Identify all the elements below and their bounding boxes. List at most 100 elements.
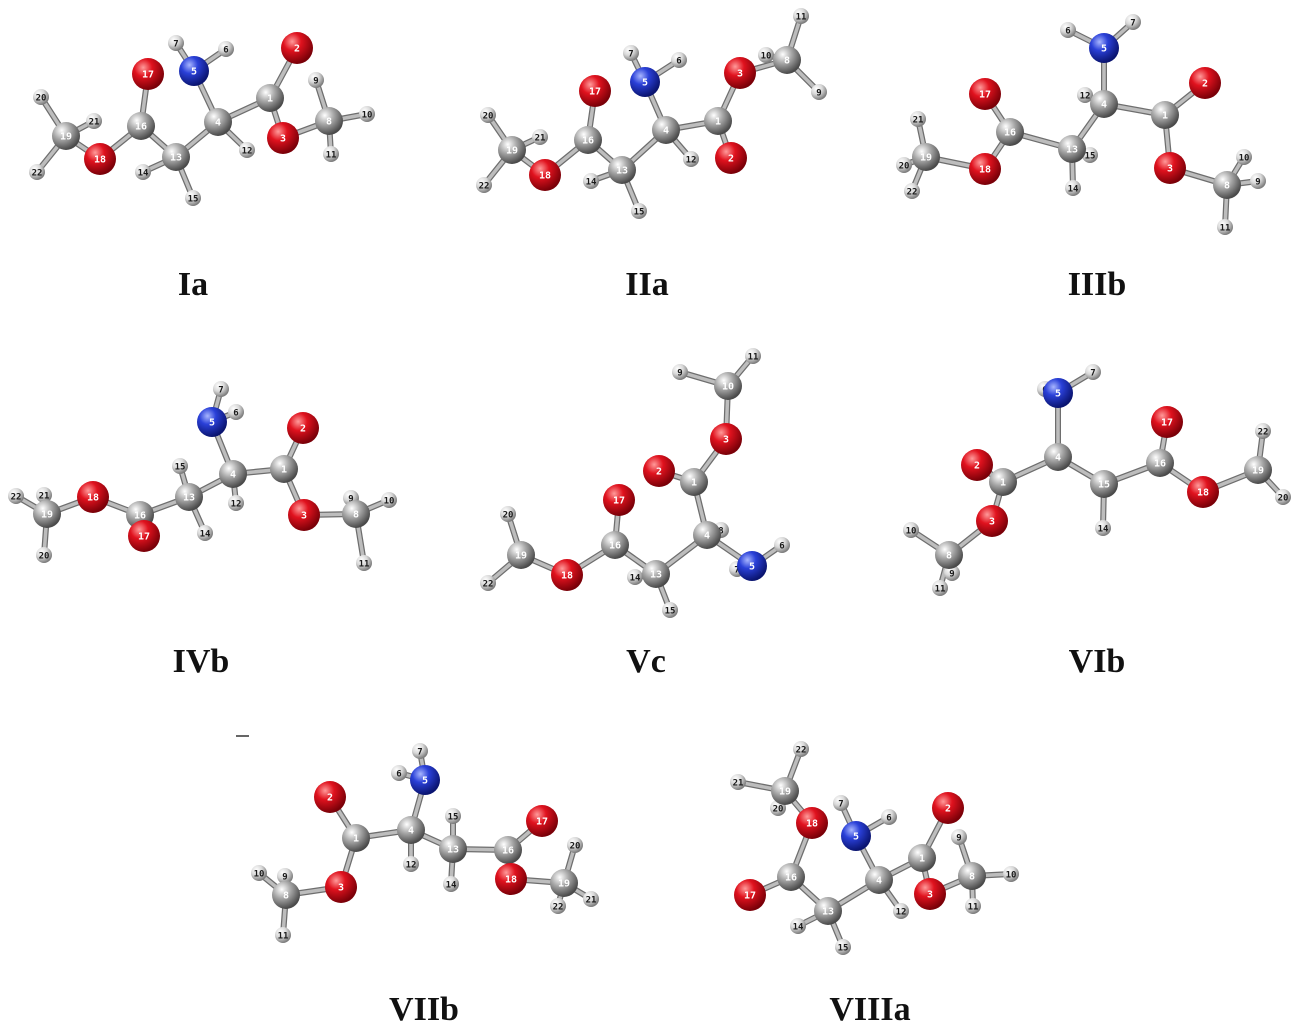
atom-number-viib-13: 13	[447, 845, 459, 856]
atom-number-viiia-14: 14	[793, 923, 804, 933]
atom-number-viiia-12: 12	[896, 908, 907, 918]
atom-number-iiib-5: 5	[1101, 44, 1107, 55]
hydrogen-atom-iiib-11	[1217, 219, 1233, 235]
hydrogen-atom-ia-14	[135, 164, 151, 180]
carbon-atom-iiib-8	[1213, 171, 1241, 199]
atom-number-ivb-10: 10	[384, 497, 395, 507]
atom-number-ivb-18: 18	[87, 493, 99, 504]
atom-number-ia-12: 12	[242, 147, 253, 157]
oxygen-atom-iia-2	[715, 142, 747, 174]
carbon-atom-ivb-4	[219, 460, 247, 488]
carbon-atom-vc-4	[693, 521, 721, 549]
atom-number-iia-22: 22	[479, 182, 490, 192]
atom-number-vc-9: 9	[677, 369, 682, 379]
atom-number-ivb-19: 19	[41, 510, 53, 521]
atom-number-vib-19: 19	[1252, 466, 1264, 477]
atom-number-viiia-7: 7	[838, 800, 843, 810]
atom-number-viiia-11: 11	[968, 903, 979, 913]
atom-number-ia-7: 7	[173, 40, 178, 50]
carbon-atom-vib-15	[1090, 470, 1118, 498]
atom-number-viiia-15: 15	[838, 944, 849, 954]
atom-number-iia-14: 14	[586, 178, 597, 188]
nitrogen-atom-iia-5	[630, 67, 660, 97]
hydrogen-atom-ivb-15	[172, 458, 188, 474]
oxygen-atom-iia-17	[579, 75, 611, 107]
atom-number-viib-2: 2	[327, 793, 333, 804]
atom-number-iia-11: 11	[796, 13, 807, 23]
oxygen-atom-ivb-3	[288, 499, 320, 531]
carbon-atom-viib-8	[272, 881, 300, 909]
atom-number-iia-13: 13	[616, 166, 628, 177]
carbon-atom-ivb-13	[175, 483, 203, 511]
carbon-atom-ia-19	[52, 122, 80, 150]
hydrogen-atom-ivb-20	[36, 547, 52, 563]
hydrogen-atom-vib-22	[1255, 423, 1271, 439]
hydrogen-atom-iia-21	[532, 129, 548, 145]
atom-number-ia-15: 15	[188, 195, 199, 205]
carbon-atom-viiia-19	[771, 777, 799, 805]
hydrogen-atom-viib-20	[567, 837, 583, 853]
atom-number-ivb-16: 16	[134, 511, 146, 522]
carbon-atom-iiib-4	[1090, 90, 1118, 118]
atom-number-vib-11: 11	[935, 585, 946, 595]
hydrogen-atom-ia-15	[185, 190, 201, 206]
hydrogen-atom-vib-10	[903, 522, 919, 538]
oxygen-atom-iiib-3	[1154, 152, 1186, 184]
hydrogen-atom-viiia-10	[1003, 866, 1019, 882]
atom-number-viib-1: 1	[353, 834, 359, 845]
atom-number-vib-3: 3	[989, 517, 995, 528]
atom-number-viib-21: 21	[586, 896, 597, 906]
atom-number-ivb-5: 5	[209, 418, 215, 429]
atom-number-vc-20: 20	[503, 511, 514, 521]
atom-number-ia-9: 9	[313, 77, 318, 87]
hydrogen-atom-iia-6	[671, 52, 687, 68]
atom-number-vib-9: 9	[949, 570, 954, 580]
atom-number-ia-6: 6	[223, 46, 228, 56]
hydrogen-atom-viiia-15	[835, 939, 851, 955]
carbon-atom-vib-1	[989, 468, 1017, 496]
hydrogen-atom-ivb-7	[213, 381, 229, 397]
carbon-atom-viiia-8	[958, 862, 986, 890]
atom-number-viib-16: 16	[502, 846, 514, 857]
molecule-label-vib: VIb	[1068, 643, 1126, 680]
oxygen-atom-ia-3	[267, 122, 299, 154]
atom-number-viiia-6: 6	[886, 814, 891, 824]
carbon-atom-iia-8	[773, 46, 801, 74]
atom-number-ia-3: 3	[280, 134, 286, 145]
hydrogen-atom-ivb-6	[228, 404, 244, 420]
carbon-atom-vc-1	[680, 468, 708, 496]
carbon-atom-iia-1	[704, 107, 732, 135]
carbon-atom-iiib-16	[996, 118, 1024, 146]
atom-number-vib-7: 7	[1090, 369, 1095, 379]
oxygen-atom-vc-2	[643, 455, 675, 487]
atom-number-ia-22: 22	[32, 169, 43, 179]
atom-number-iiib-8: 8	[1224, 181, 1230, 192]
atom-number-iiib-4: 4	[1101, 100, 1107, 111]
atoms-vib: 67910111420221234581516171819	[903, 364, 1291, 596]
bonds-iiib	[901, 19, 1261, 230]
oxygen-atom-ivb-18	[77, 481, 109, 513]
hydrogen-atom-vib-9	[944, 565, 960, 581]
oxygen-atom-vib-18	[1187, 476, 1219, 508]
hydrogen-atom-iiib-20	[896, 157, 912, 173]
hydrogen-atom-ia-22	[29, 164, 45, 180]
hydrogen-atom-viib-9	[277, 868, 293, 884]
carbon-atom-vib-16	[1146, 449, 1174, 477]
oxygen-atom-viiia-18	[796, 807, 828, 839]
carbon-atom-iiib-13	[1058, 135, 1086, 163]
atom-number-viiia-2: 2	[945, 804, 951, 815]
atom-number-ivb-13: 13	[183, 493, 195, 504]
carbon-atom-vc-13	[642, 560, 670, 588]
oxygen-atom-vc-3	[710, 423, 742, 455]
nitrogen-atom-viib-5	[410, 765, 440, 795]
atom-number-ia-4: 4	[215, 118, 221, 129]
hydrogen-atom-viiia-7	[833, 795, 849, 811]
atom-number-iia-10: 10	[761, 52, 772, 62]
carbon-atom-ia-4	[204, 108, 232, 136]
atom-number-vib-2: 2	[974, 461, 980, 472]
atom-number-iiib-17: 17	[979, 90, 991, 101]
hydrogen-atom-ia-12	[239, 142, 255, 158]
